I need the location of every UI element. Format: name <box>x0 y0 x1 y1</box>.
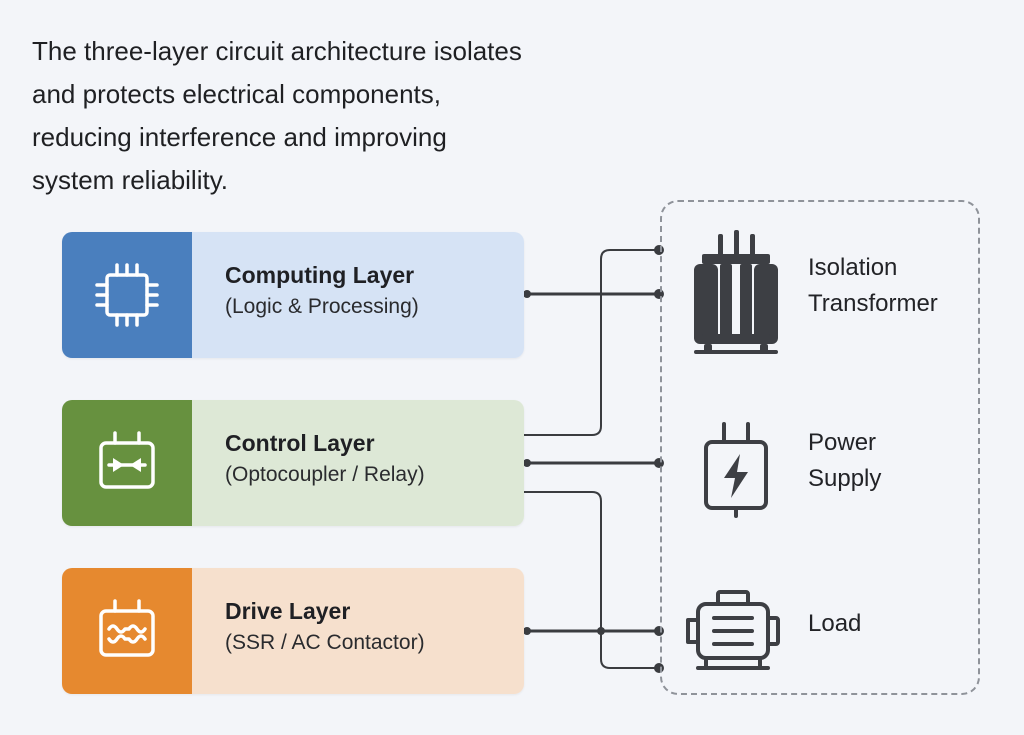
junction-dot <box>523 459 531 467</box>
layer-subtitle: (Optocoupler / Relay) <box>225 463 425 486</box>
device-label-line: Isolation <box>808 254 898 281</box>
device-label-line: Transformer <box>808 290 938 317</box>
control-layer-text: Control Layer (Optocoupler / Relay) <box>192 400 524 526</box>
control-layer-tile <box>62 400 192 526</box>
device-label-load: Load <box>808 606 861 642</box>
cpu-chip-icon <box>95 263 159 327</box>
drive-layer-text: Drive Layer (SSR / AC Contactor) <box>192 568 524 694</box>
device-label-line: Supply <box>808 465 882 492</box>
intro-text: The three-layer circuit architecture iso… <box>32 30 632 202</box>
control-layer-card: Control Layer (Optocoupler / Relay) <box>62 400 524 526</box>
wire-control-to-transformer <box>523 249 660 436</box>
junction-dot <box>523 627 531 635</box>
wire-control-to-load <box>523 491 660 669</box>
intro-line: system reliability. <box>32 165 229 195</box>
intro-line: The three-layer circuit architecture iso… <box>32 36 522 66</box>
power-devices-group <box>660 200 980 695</box>
transformer-icon <box>694 230 778 354</box>
power-supply-icon <box>704 422 768 518</box>
computing-layer-text: Computing Layer (Logic & Processing) <box>192 232 524 358</box>
computing-layer-card: Computing Layer (Logic & Processing) <box>62 232 524 358</box>
layer-subtitle: (Logic & Processing) <box>225 295 419 318</box>
junction-dot <box>523 290 531 298</box>
computing-layer-tile <box>62 232 192 358</box>
drive-layer-tile <box>62 568 192 694</box>
device-label-line: Power <box>808 429 877 456</box>
drive-layer-card: Drive Layer (SSR / AC Contactor) <box>62 568 524 694</box>
device-label-line: Load <box>808 610 862 637</box>
layer-name: Computing Layer <box>225 262 415 288</box>
intro-line: and protects electrical components, <box>32 79 441 109</box>
intro-line: reducing interference and improving <box>32 122 447 152</box>
device-label-power-supply: Power Supply <box>808 425 881 497</box>
ssr-contactor-icon <box>99 599 155 657</box>
layer-subtitle: (SSR / AC Contactor) <box>225 631 425 654</box>
junction-dot <box>597 627 605 635</box>
device-label-transformer: Isolation Transformer <box>808 250 938 322</box>
layer-name: Control Layer <box>225 430 375 456</box>
optocoupler-relay-icon <box>99 431 155 489</box>
layer-name: Drive Layer <box>225 598 351 624</box>
motor-icon <box>686 590 780 670</box>
